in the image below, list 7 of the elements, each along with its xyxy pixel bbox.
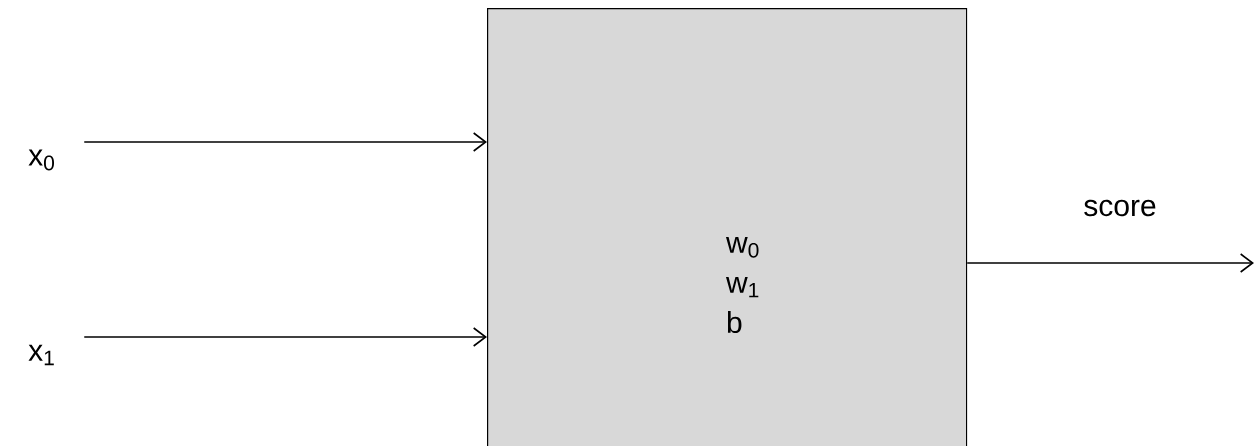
process-box: w$_{0}$ w$_{1}$ b bbox=[487, 8, 968, 446]
input-label: x$_{0}$ bbox=[28, 149, 54, 171]
edge-label: score bbox=[1084, 199, 1156, 217]
arrow bbox=[83, 327, 487, 347]
arrow bbox=[966, 253, 1254, 273]
input-label: x$_{1}$ bbox=[28, 344, 54, 366]
arrow bbox=[83, 132, 487, 152]
